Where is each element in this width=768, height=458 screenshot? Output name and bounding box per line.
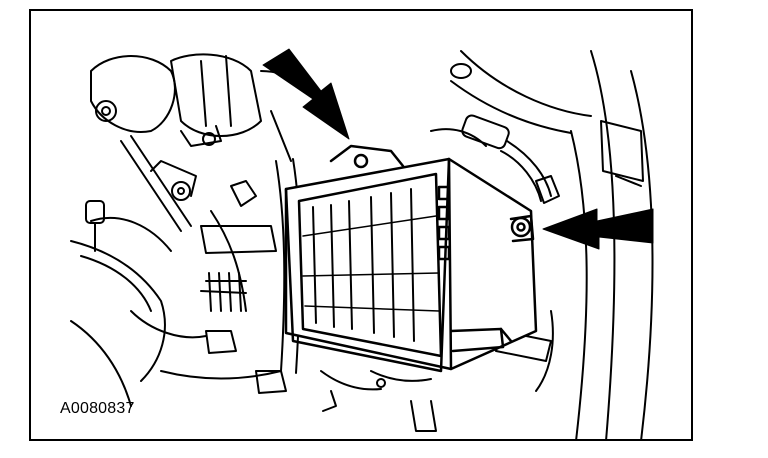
control-module [284, 144, 538, 373]
callout-arrows [262, 48, 654, 250]
engine-bay-line-drawing [70, 48, 654, 439]
arrow-upper-left [262, 48, 350, 140]
arrow-right [542, 208, 654, 250]
illustration-frame: A0080837 [29, 9, 693, 441]
fender-structure [450, 50, 654, 439]
wiring-harness [430, 114, 560, 204]
engine-components [70, 53, 554, 432]
figure-reference-id: A0080837 [60, 400, 135, 417]
